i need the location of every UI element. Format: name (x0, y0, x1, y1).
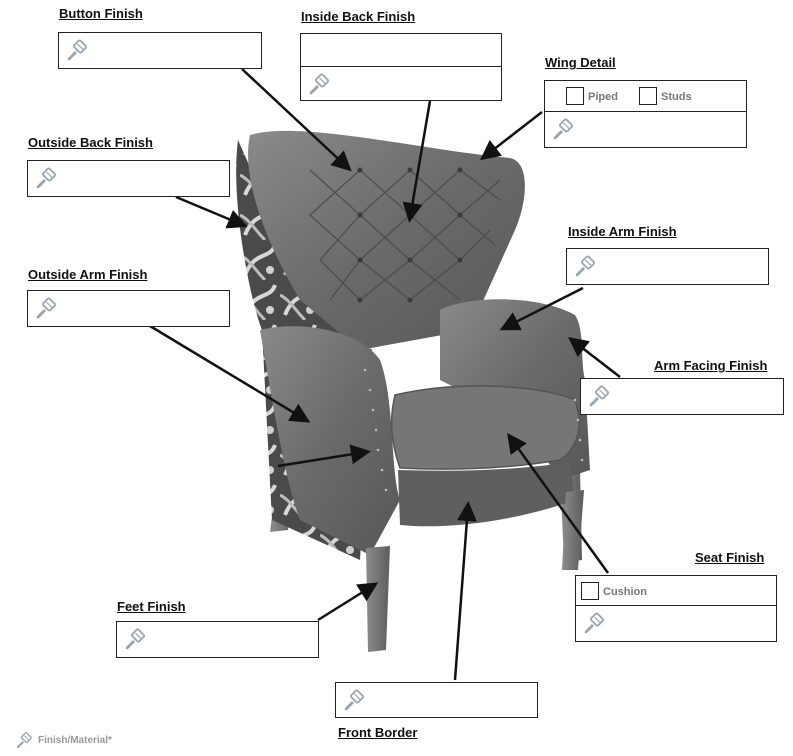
inside-back-panel (248, 130, 525, 350)
brush-icon (14, 731, 34, 751)
wing-detail-label: Wing Detail (545, 55, 616, 70)
brush-icon[interactable] (572, 254, 598, 280)
cushion-option-label: Cushion (603, 586, 647, 598)
arm-facing-finish-label: Arm Facing Finish (654, 358, 768, 373)
tufting-buttons (357, 167, 463, 303)
cushion-checkbox[interactable] (581, 582, 599, 600)
feet-finish-field[interactable] (116, 621, 319, 658)
button-finish-label: Button Finish (59, 6, 143, 21)
wing-detail-finish-field[interactable] (544, 111, 747, 148)
outside-back-finish-label: Outside Back Finish (28, 135, 153, 150)
front-border-field[interactable] (335, 682, 538, 718)
inside-back-top-field[interactable] (300, 33, 502, 67)
legend-text: Finish/Material* (38, 735, 112, 746)
wing-detail-options: Piped Studs (544, 80, 747, 112)
outside-back-finish-field[interactable] (27, 160, 230, 197)
brush-icon[interactable] (341, 688, 367, 714)
seat-cushion (390, 385, 580, 470)
front-border-panel (398, 462, 575, 527)
arm-facing-finish-field[interactable] (580, 378, 784, 415)
brush-icon[interactable] (122, 627, 148, 653)
seat-finish-label: Seat Finish (695, 550, 765, 565)
brush-icon[interactable] (550, 117, 576, 143)
inside-back-finish-field[interactable] (300, 66, 502, 101)
brush-icon[interactable] (33, 296, 59, 322)
brush-icon[interactable] (64, 38, 90, 64)
studs-option-label: Studs (661, 91, 692, 103)
seat-finish-options: Cushion (575, 575, 777, 606)
piped-option-label: Piped (588, 91, 618, 103)
outside-arm-finish-field[interactable] (27, 290, 230, 327)
front-border-label: Front Border (338, 725, 418, 740)
inside-back-finish-label: Inside Back Finish (301, 9, 416, 24)
inside-arm-finish-field[interactable] (566, 248, 769, 285)
piped-checkbox[interactable] (566, 87, 584, 105)
studs-checkbox[interactable] (639, 87, 657, 105)
button-finish-field[interactable] (58, 32, 262, 69)
brush-icon[interactable] (33, 166, 59, 192)
seat-finish-field[interactable] (575, 605, 777, 642)
front-leg-left (366, 546, 390, 652)
brush-icon[interactable] (586, 384, 612, 410)
brush-icon[interactable] (581, 611, 607, 637)
inside-arm-finish-label: Inside Arm Finish (568, 224, 677, 239)
feet-finish-label: Feet Finish (117, 599, 186, 614)
outside-arm-finish-label: Outside Arm Finish (28, 267, 148, 282)
brush-icon[interactable] (306, 72, 332, 98)
